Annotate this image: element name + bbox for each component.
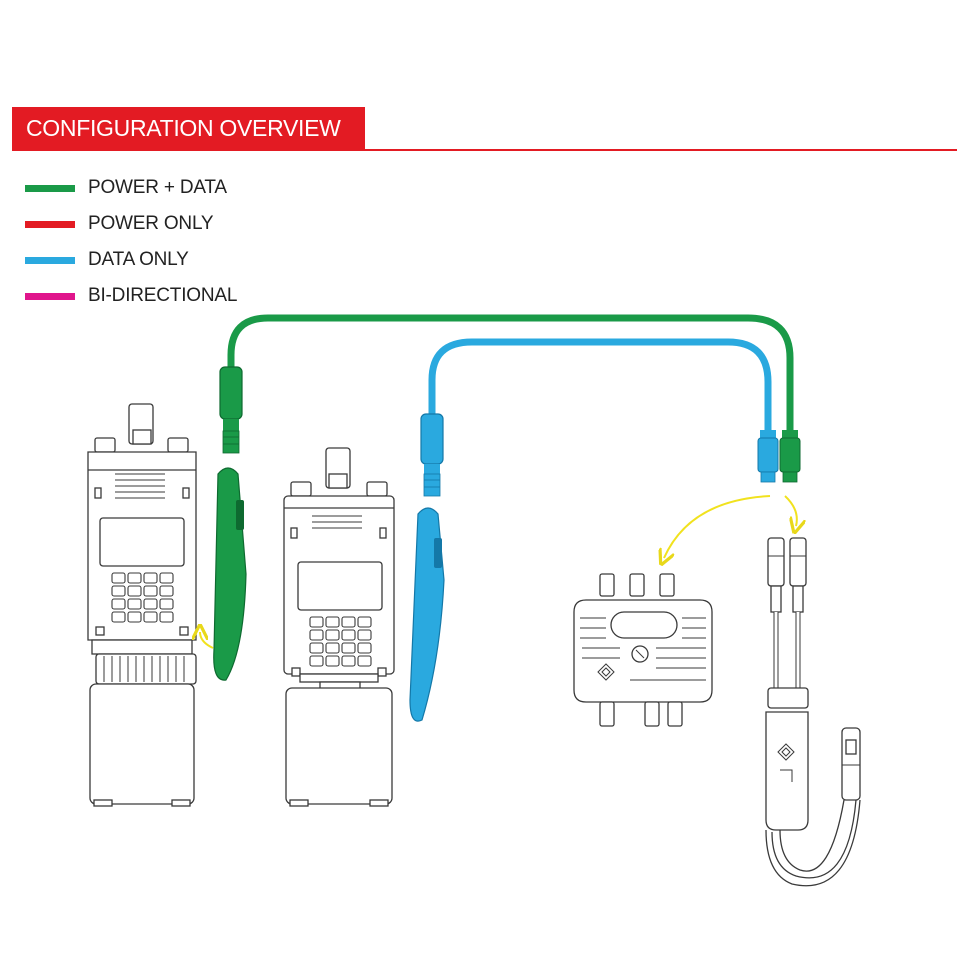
legend-swatch-power-only [25,220,75,228]
title-rule [12,149,957,151]
legend-item-power-only: POWER ONLY [25,206,237,242]
arrow-to-hub [664,495,771,558]
legend-swatch-power-data [25,184,75,192]
section-title: CONFIGURATION OVERVIEW [26,115,341,141]
legend-swatch-bi-directional [25,292,75,300]
legend-label-power-only: POWER ONLY [88,213,214,234]
green-cable [213,314,801,681]
arrow-to-y-cable [784,495,797,526]
hub-logo-icon [597,663,615,681]
left-radio [87,403,197,807]
blue-cable [409,338,779,722]
yellow-arrows [200,495,797,649]
right-radio-keypad [309,616,372,667]
legend-label-data-only: DATA ONLY [88,249,189,270]
blue-cable-ferrite [420,413,444,465]
left-radio-keypad [111,572,174,623]
right-radio [283,447,395,807]
legend-item-data-only: DATA ONLY [25,242,237,278]
legend-item-power-data: POWER + DATA [25,170,237,206]
green-cable-adapter [213,467,247,681]
y-cable [765,537,861,887]
hub [573,573,713,727]
green-cable-connector [779,437,801,473]
green-cable-ferrite [219,366,243,420]
legend-item-bi-directional: BI-DIRECTIONAL [25,278,237,314]
legend-swatch-data-only [25,256,75,264]
arrow-to-left-radio [200,632,214,649]
section-title-banner: CONFIGURATION OVERVIEW [12,107,365,150]
y-cable-logo-icon [777,743,795,761]
legend-label-bi-directional: BI-DIRECTIONAL [88,285,238,306]
legend: POWER + DATA POWER ONLY DATA ONLY BI-DIR… [25,170,237,314]
legend-label-power-data: POWER + DATA [88,177,227,198]
blue-cable-connector [757,437,779,473]
